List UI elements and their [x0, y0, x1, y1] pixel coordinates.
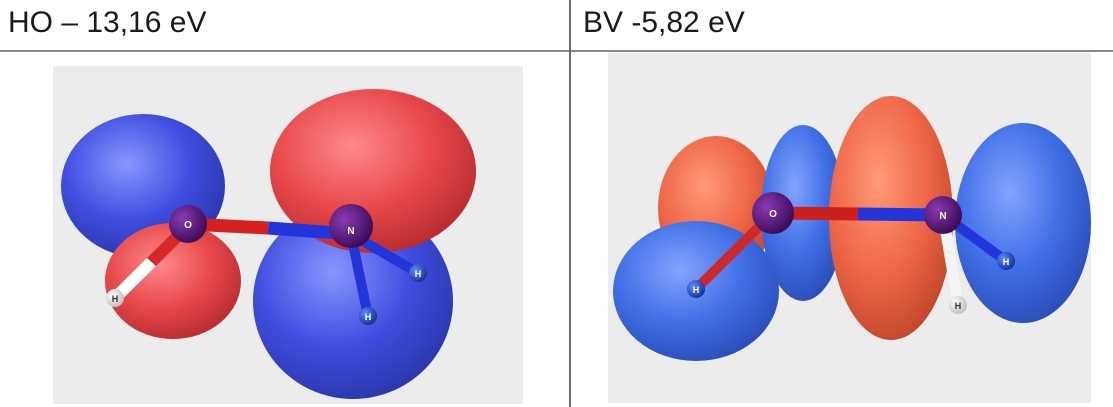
homo-hydrogen-atom-2 — [409, 264, 427, 282]
lumo-hydrogen-label-1: H — [693, 285, 700, 295]
lumo-nitrogen-atom — [924, 196, 962, 234]
homo-lobe-red-upper-right — [270, 89, 476, 253]
homo-hydrogen-label-2: H — [415, 269, 422, 279]
lumo-oxygen-atom — [752, 192, 794, 234]
lumo-title: BV -5,82 eV — [583, 6, 745, 39]
lumo-hydrogen-atom-3 — [949, 296, 967, 314]
homo-lobe-red-lower-left — [105, 223, 241, 339]
panel-divider — [569, 0, 571, 407]
header-rule-left — [0, 50, 569, 52]
homo-title: HO – 13,16 eV — [8, 6, 207, 39]
lumo-hydrogen-label-2: H — [1003, 257, 1010, 267]
lumo-hydrogen-atom-1 — [687, 280, 705, 298]
lumo-hydrogen-atom-2 — [997, 252, 1015, 270]
homo-oxygen-label: O — [184, 220, 192, 231]
homo-nitrogen-label: N — [347, 226, 354, 237]
homo-nitrogen-atom — [329, 204, 373, 248]
lumo-lobe-blue-right — [955, 123, 1091, 323]
homo-orbital-render: O N H H H — [61, 89, 476, 399]
lumo-nitrogen-label: N — [939, 211, 946, 222]
lumo-hydrogen-label-3: H — [955, 301, 962, 311]
homo-oxygen-atom — [169, 205, 207, 243]
homo-hydrogen-atom-1 — [106, 289, 124, 307]
lumo-oxygen-label: O — [769, 209, 777, 220]
homo-lobe-blue-lower-right — [253, 203, 453, 399]
homo-hydrogen-label-3: H — [365, 312, 372, 322]
lumo-orbital-render: O N H H H — [613, 96, 1091, 361]
header-rule-right — [571, 50, 1113, 52]
homo-hydrogen-atom-3 — [359, 307, 377, 325]
homo-hydrogen-label-1: H — [112, 294, 119, 304]
